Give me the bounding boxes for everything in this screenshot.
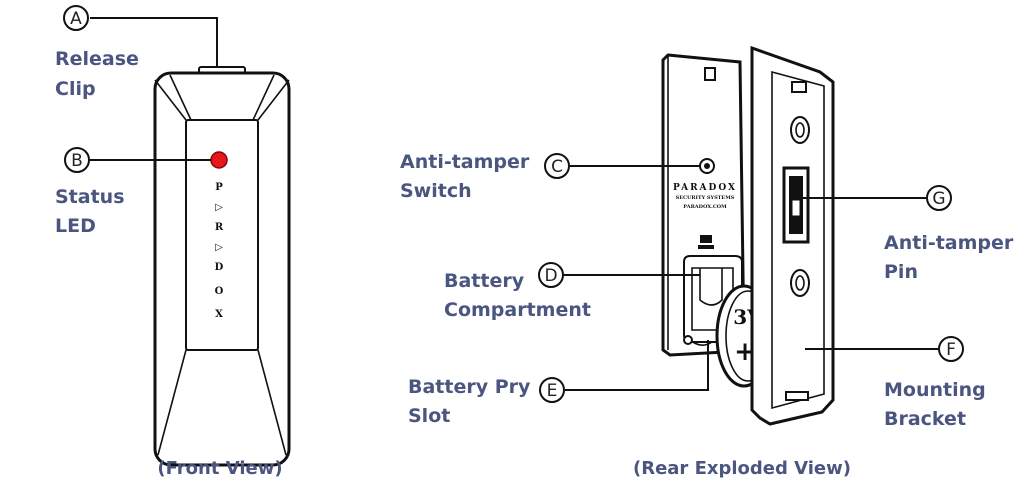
callout-g: G Anti-tamper Pin [796, 185, 1014, 283]
front-brand-letter: X [215, 309, 223, 320]
caption-front-view: (Front View) [157, 458, 282, 479]
front-brand-letter: D [215, 262, 224, 273]
callout-c: C Anti-tamper Switch [400, 151, 700, 202]
front-view: P ▷ R ▷ D O X [153, 66, 291, 467]
front-brand-letter: R [215, 222, 224, 233]
rear-brand-url: PARADOX.COM [683, 204, 727, 210]
marker-d-letter: D [544, 266, 557, 286]
marker-g-letter: G [932, 189, 945, 209]
callout-f: F Mounting Bracket [805, 336, 986, 430]
battery-plus: + [734, 337, 756, 367]
callout-d: D Battery Compartment [444, 262, 700, 321]
callout-a: A Release Clip [55, 5, 218, 100]
callout-b: B Status LED [55, 147, 211, 237]
screw-hole-bottom [790, 269, 810, 297]
label-c-line2: Switch [400, 180, 472, 202]
label-g-line2: Pin [884, 261, 918, 283]
label-f-line1: Mounting [884, 379, 986, 401]
anti-tamper-pin [791, 199, 801, 217]
marker-a-letter: A [70, 9, 82, 29]
label-a-line1: Release [55, 48, 139, 70]
screw-hole-top [790, 116, 810, 144]
rear-brand: PARADOX [673, 183, 737, 193]
label-c-line1: Anti-tamper [400, 151, 530, 173]
label-e-line1: Battery Pry [408, 376, 531, 398]
label-d-line2: Compartment [444, 299, 591, 321]
rear-view: PARADOX SECURITY SYSTEMS PARADOX.COM 3V … [661, 45, 835, 426]
callout-e: E Battery Pry Slot [408, 340, 709, 427]
rear-brand-sub: SECURITY SYSTEMS [676, 195, 735, 201]
marker-f-letter: F [946, 340, 956, 360]
front-brand-letter: ▷ [215, 202, 223, 213]
label-f-line2: Bracket [884, 408, 966, 430]
label-d-line1: Battery [444, 270, 525, 292]
battery-icon [698, 235, 714, 249]
front-brand-letter: O [215, 286, 224, 297]
front-brand-letter: P [215, 182, 223, 193]
status-led [210, 151, 228, 169]
front-panel [185, 119, 259, 351]
label-b-line1: Status [55, 186, 125, 208]
label-g-line1: Anti-tamper [884, 232, 1014, 254]
marker-c-letter: C [551, 157, 563, 177]
marker-b-letter: B [71, 151, 83, 171]
rear-brand-logo: PARADOX SECURITY SYSTEMS PARADOX.COM [673, 183, 737, 210]
front-brand-letter: ▷ [215, 242, 223, 253]
mounting-bracket [750, 45, 835, 426]
label-b-line2: LED [55, 215, 96, 237]
label-a-line2: Clip [55, 78, 96, 100]
marker-e-letter: E [547, 381, 558, 401]
label-e-line2: Slot [408, 405, 450, 427]
caption-rear-view: (Rear Exploded View) [633, 458, 851, 479]
front-brand-logo: P ▷ R ▷ D O X [215, 182, 224, 320]
